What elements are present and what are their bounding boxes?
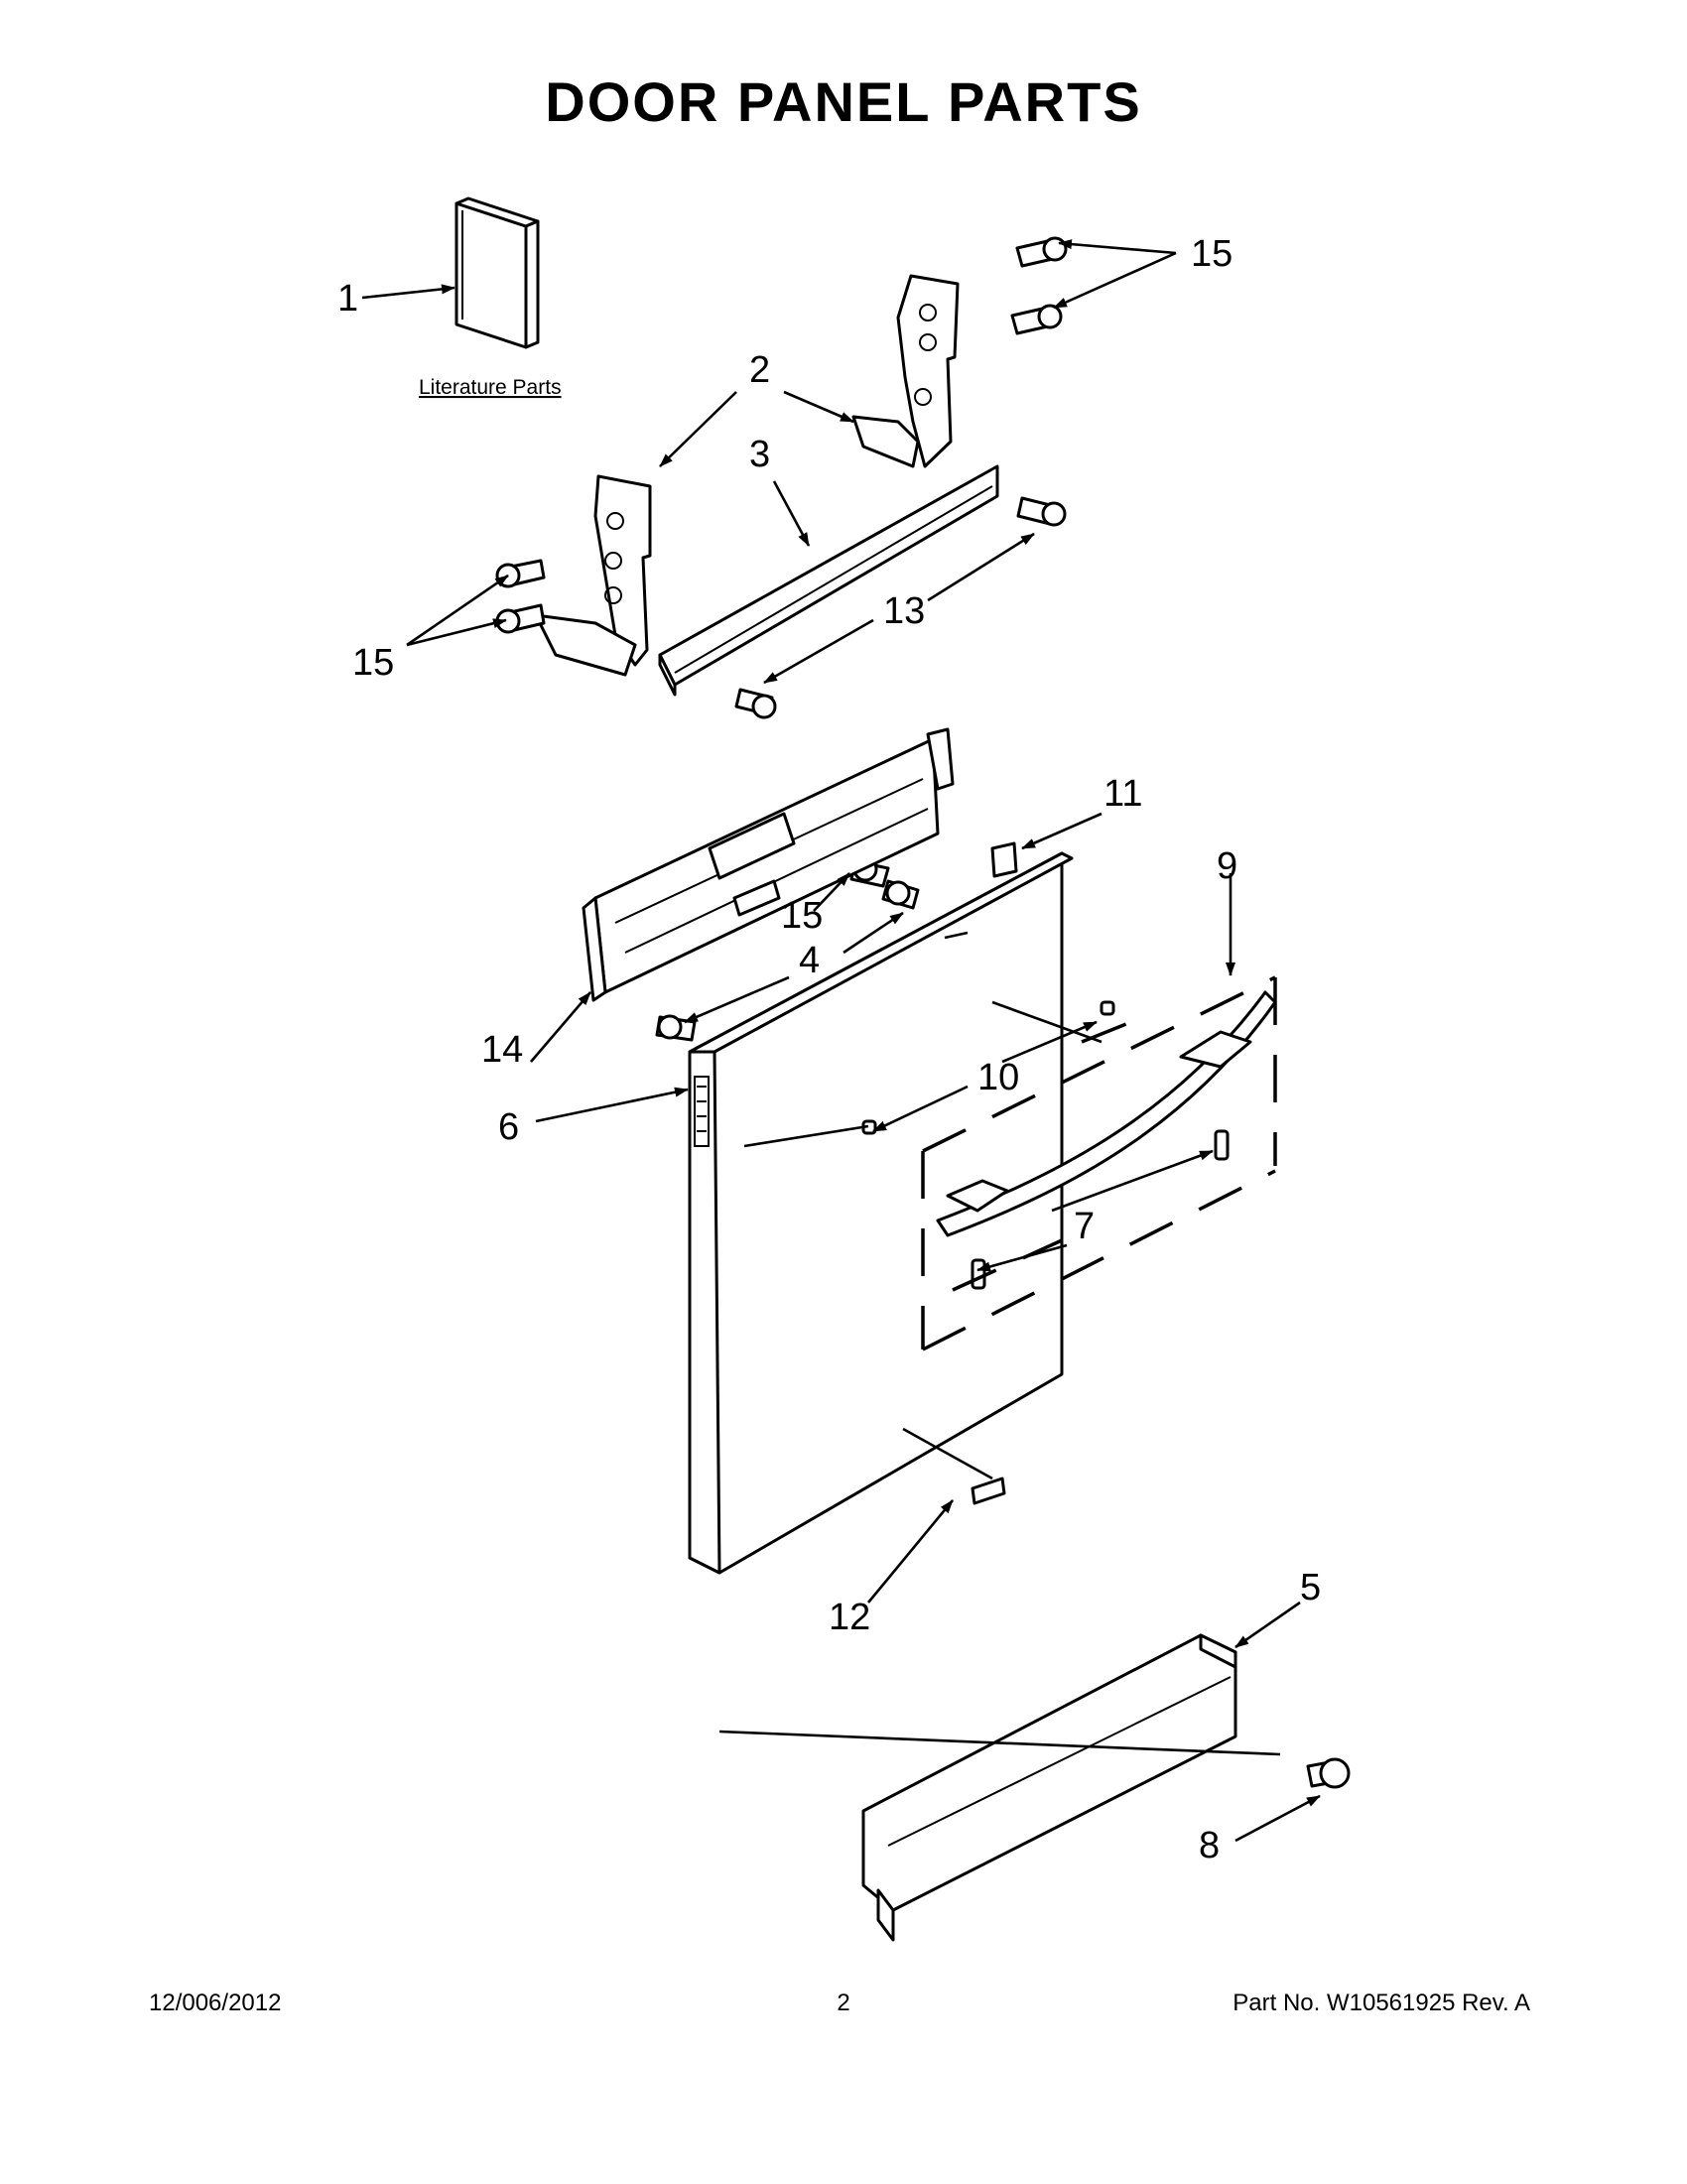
mounting-bracket-left: [534, 474, 652, 677]
callout-10: 10: [977, 1057, 1019, 1098]
screw-15-b: [1010, 304, 1063, 335]
toe-panel-part: [861, 1633, 1237, 1942]
callout-11: 11: [1103, 773, 1142, 815]
callout-15-top: 15: [1191, 233, 1233, 275]
handle-assembly-outline: [921, 975, 1277, 1351]
callout-7: 7: [1074, 1206, 1095, 1247]
mounting-bracket-right: [851, 274, 960, 468]
screw-13-a: [1016, 496, 1067, 527]
extension-lines: [718, 931, 1281, 1756]
plate-part-12: [971, 1477, 1006, 1505]
screw-15-a: [1015, 236, 1068, 268]
page-title: DOOR PANEL PARTS: [545, 70, 1142, 133]
callout-3: 3: [749, 434, 770, 475]
screw-group: [495, 236, 1068, 1042]
footer-part-number: Part No. W10561925 Rev. A: [1233, 1990, 1530, 2016]
control-console-part: [582, 727, 955, 1002]
literature-parts-label: Literature Parts: [419, 376, 562, 399]
leader-lines: [361, 239, 1321, 1843]
footer-page-number: 2: [837, 1990, 850, 2016]
footer-date: 12/006/2012: [149, 1990, 282, 2016]
screw-15-d: [495, 603, 546, 634]
callout-15-left: 15: [352, 642, 394, 684]
screw-8: [1306, 1757, 1351, 1789]
callout-1: 1: [337, 278, 358, 320]
door-panel-part: [688, 851, 1074, 1575]
callout-14: 14: [481, 1029, 523, 1071]
literature-booklet-part: [454, 196, 540, 349]
callout-12: 12: [829, 1597, 870, 1638]
callout-5: 5: [1300, 1567, 1321, 1608]
clip-part-11: [990, 841, 1018, 878]
callout-8: 8: [1199, 1825, 1220, 1866]
callout-4: 4: [799, 940, 820, 981]
screw-15-c: [495, 559, 546, 588]
callout-13: 13: [883, 590, 925, 632]
screw-13-b: [734, 688, 777, 719]
callout-15-mid: 15: [781, 895, 823, 937]
callout-6: 6: [498, 1106, 519, 1148]
screw-4-a: [881, 879, 920, 910]
callout-2: 2: [749, 349, 770, 391]
mounting-strip-part: [658, 464, 999, 697]
callout-9: 9: [1217, 845, 1237, 887]
